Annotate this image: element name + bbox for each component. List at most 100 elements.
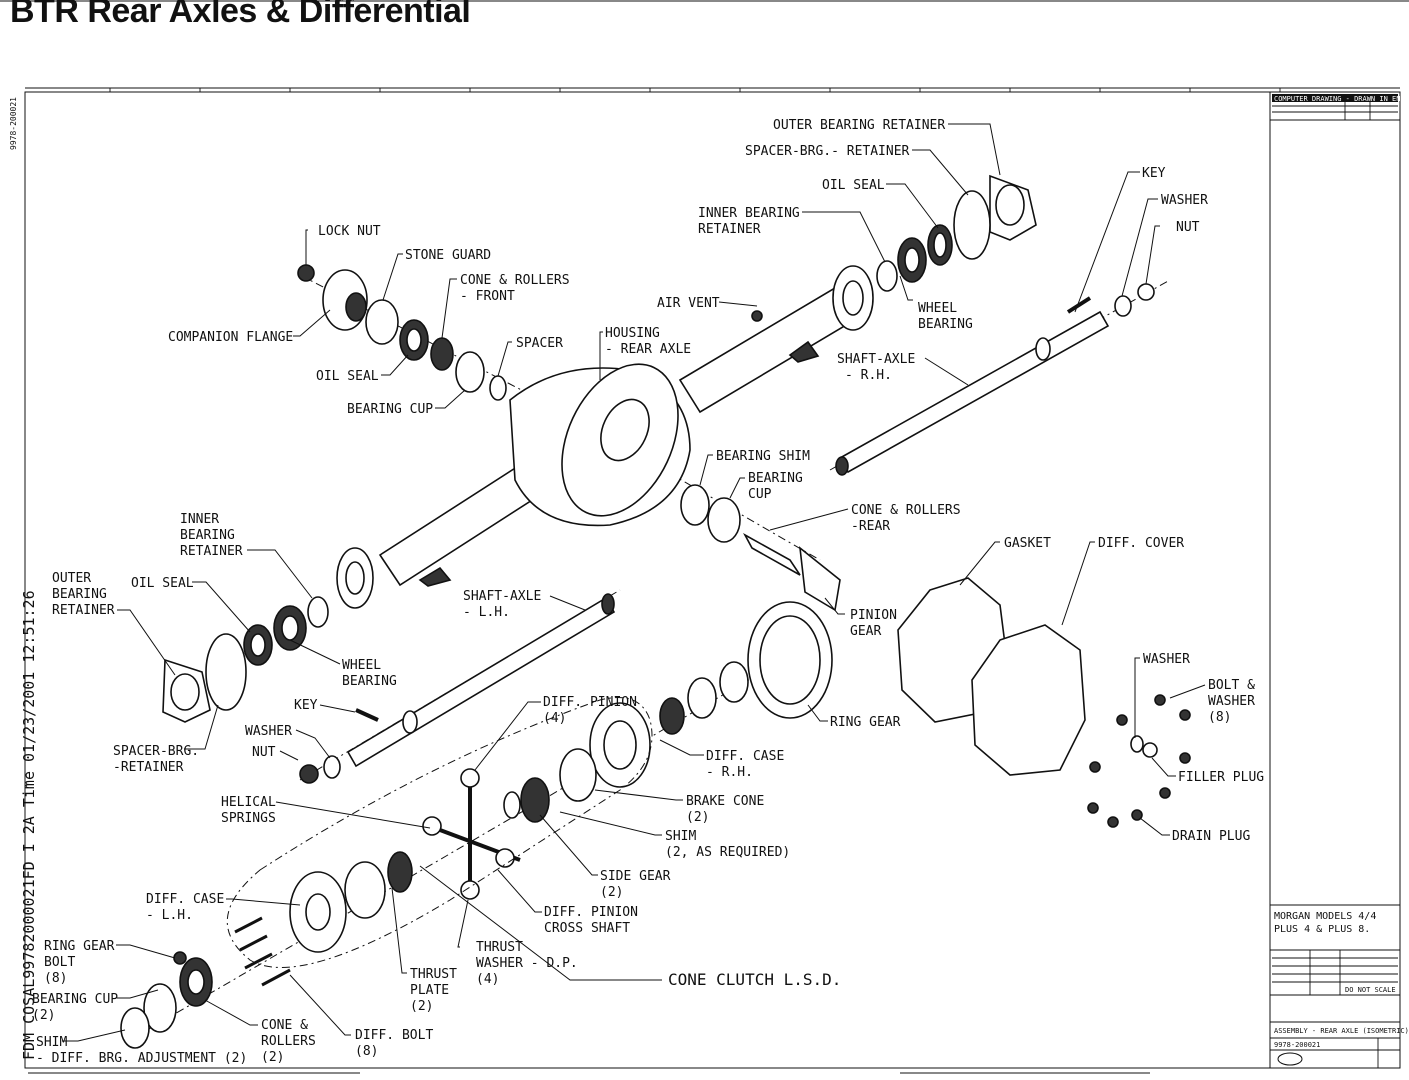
label-shaft-axle-rh: - R.H. <box>845 368 892 383</box>
label-outer-bearing-retainer-lh: RETAINER <box>52 603 115 618</box>
label-wheel-bearing-rh: WHEEL <box>918 301 957 316</box>
side-gear <box>520 777 550 823</box>
label-diff-bolt: (8) <box>355 1044 378 1059</box>
label-thrust-washer: (4) <box>476 972 499 987</box>
washer-cover <box>1130 735 1144 753</box>
label-filler-plug: FILLER PLUG <box>1178 770 1264 785</box>
label-inner-bearing-retainer-lh: BEARING <box>180 528 235 543</box>
label-key-lh: KEY <box>294 698 318 713</box>
label-wheel-bearing-lh: BEARING <box>342 674 397 689</box>
label-bearing-cup-rear: BEARING <box>748 471 803 486</box>
label-diff-case-lh: - L.H. <box>146 908 193 923</box>
part-labels: OUTER BEARING RETAINER SPACER-BRG.- RETA… <box>32 118 1264 1066</box>
side-gear-lh <box>387 851 413 893</box>
filler-plug <box>1142 742 1158 758</box>
label-shim-lh: SHIM <box>36 1035 67 1050</box>
label-shaft-axle-lh: - L.H. <box>463 605 510 620</box>
label-thrust-washer: THRUST <box>476 940 523 955</box>
label-diff-case-rh: DIFF. CASE <box>706 749 784 764</box>
label-oil-seal-front: OIL SEAL <box>316 369 379 384</box>
drawing-number: 9978-200021 <box>1274 1041 1320 1049</box>
label-brake-cone: BRAKE CONE <box>686 794 764 809</box>
title-block: COMPUTER DRAWING - DRAWN IN ENGLISH MORG… <box>1269 91 1409 1069</box>
label-brake-cone: (2) <box>686 810 709 825</box>
title-block-header: COMPUTER DRAWING - DRAWN IN ENGLISH <box>1274 95 1409 103</box>
label-key-rh: KEY <box>1142 166 1166 181</box>
inner-bearing-retainer-lh <box>307 596 329 628</box>
label-oil-seal-rh: OIL SEAL <box>822 178 885 193</box>
label-helical-springs: SPRINGS <box>221 811 276 826</box>
label-spacer-brg-retainer-rh: SPACER-BRG.- RETAINER <box>745 144 910 159</box>
label-wheel-bearing-lh: WHEEL <box>342 658 381 673</box>
label-washer-lh: WASHER <box>245 724 292 739</box>
bearing-cup-rear <box>707 497 741 543</box>
brake-cone <box>559 748 597 802</box>
axle-housing <box>336 265 874 609</box>
assembly-title: ASSEMBLY - REAR AXLE (ISOMETRIC) <box>1274 1027 1409 1035</box>
label-thrust-plate: THRUST <box>410 967 457 982</box>
label-housing: HOUSING <box>605 326 660 341</box>
label-inner-bearing-retainer-lh: RETAINER <box>180 544 243 559</box>
nut-lh <box>299 764 319 784</box>
label-thrust-washer: WASHER - D.P. <box>476 956 578 971</box>
label-thrust-plate: PLATE <box>410 983 449 998</box>
label-pinion-gear: GEAR <box>850 624 881 639</box>
label-cone-rollers-rear: CONE & ROLLERS <box>851 503 961 518</box>
label-shaft-axle-rh: SHAFT-AXLE <box>837 352 915 367</box>
washer-lh <box>323 755 341 779</box>
label-bearing-cup-rear: CUP <box>748 487 772 502</box>
shaft-axle-lh <box>346 593 616 768</box>
nut-rh <box>1137 283 1155 301</box>
label-bearing-shim: BEARING SHIM <box>716 449 810 464</box>
label-companion-flange: COMPANION FLANGE <box>168 330 293 345</box>
label-air-vent: AIR VENT <box>657 296 720 311</box>
lsd-envelope <box>226 697 653 968</box>
label-ring-gear-bolt: RING GEAR <box>44 939 115 954</box>
label-diff-pinion: (4) <box>543 711 566 726</box>
label-ring-gear-bolt: BOLT <box>44 955 75 970</box>
label-spacer-brg-retainer-lh: SPACER-BRG. <box>113 744 199 759</box>
inner-bearing-retainer-rh <box>876 260 898 292</box>
label-cone-clutch: CONE CLUTCH L.S.D. <box>668 970 841 989</box>
stone-guard <box>365 299 399 345</box>
label-cone-rollers-lh: ROLLERS <box>261 1034 316 1049</box>
label-nut-rh: NUT <box>1176 220 1200 235</box>
label-housing: - REAR AXLE <box>605 342 691 357</box>
label-shaft-axle-lh: SHAFT-AXLE <box>463 589 541 604</box>
label-spacer: SPACER <box>516 336 563 351</box>
label-stone-guard: STONE GUARD <box>405 248 491 263</box>
label-outer-bearing-retainer-rh: OUTER BEARING RETAINER <box>773 118 945 133</box>
washer-rh <box>1114 295 1132 317</box>
diff-pinion-cross <box>422 768 521 900</box>
models-line-1: MORGAN MODELS 4/4 <box>1274 911 1376 922</box>
companion-flange <box>322 269 368 331</box>
label-diff-cover: DIFF. COVER <box>1098 536 1184 551</box>
spacer <box>489 375 507 401</box>
label-thrust-plate: (2) <box>410 999 433 1014</box>
label-outer-bearing-retainer-lh: OUTER <box>52 571 91 586</box>
do-not-scale: DO NOT SCALE <box>1345 986 1396 994</box>
key-rh <box>1066 296 1092 314</box>
label-shim: (2, AS REQUIRED) <box>665 845 790 860</box>
bearing-shim <box>680 484 710 526</box>
label-bolt-washer: (8) <box>1208 710 1231 725</box>
label-diff-brg-adjustment: - DIFF. BRG. ADJUSTMENT (2) <box>36 1051 247 1066</box>
label-cone-rollers-lh: (2) <box>261 1050 284 1065</box>
brake-cone-lh <box>344 861 386 919</box>
models-line-2: PLUS 4 & PLUS 8. <box>1274 924 1370 935</box>
label-washer-rh: WASHER <box>1161 193 1208 208</box>
label-diff-bolt: DIFF. BOLT <box>355 1028 433 1043</box>
label-oil-seal-lh: OIL SEAL <box>131 576 194 591</box>
label-shim: SHIM <box>665 829 696 844</box>
diff-cover <box>971 624 1086 776</box>
bearing-rh <box>687 677 717 719</box>
label-cone-rollers-front: CONE & ROLLERS <box>460 273 570 288</box>
label-bearing-cup-lh: (2) <box>32 1008 55 1023</box>
label-pinion-gear: PINION <box>850 608 897 623</box>
bearing-cup-front <box>455 351 485 393</box>
outer-bearing-retainer-lh <box>162 658 211 723</box>
label-bearing-cup-front: BEARING CUP <box>347 402 433 417</box>
label-bearing-cup-lh: BEARING CUP <box>32 992 118 1007</box>
label-washer-cover: WASHER <box>1143 652 1190 667</box>
